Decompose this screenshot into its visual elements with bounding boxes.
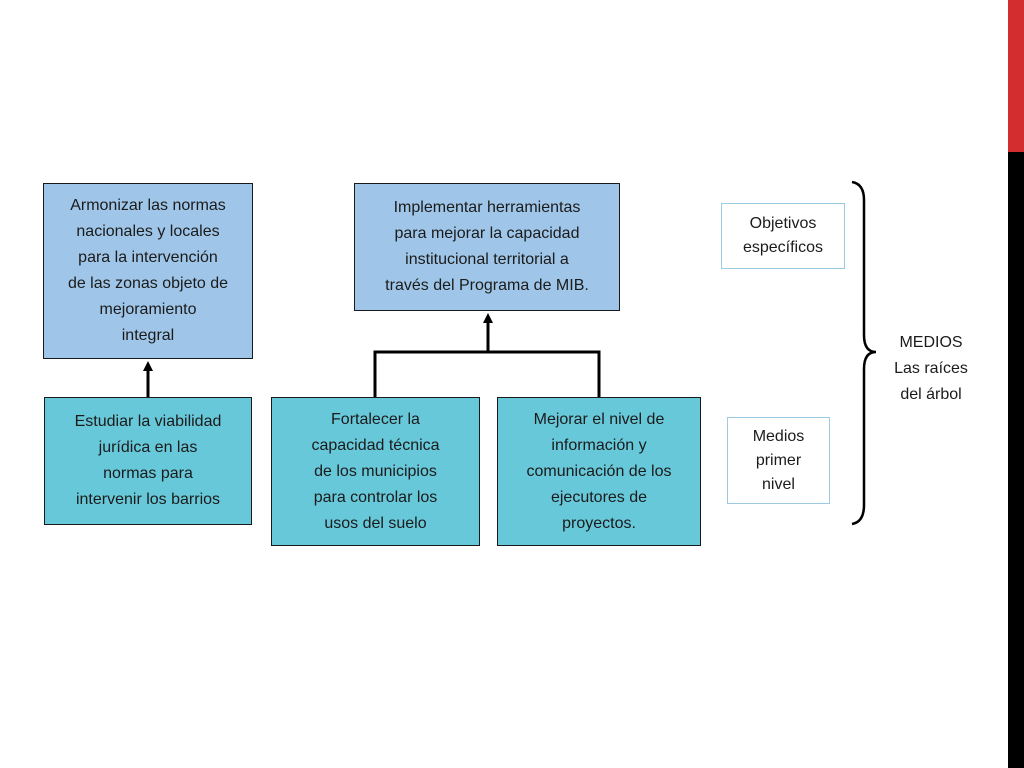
- objective-left-text: Armonizar las normas nacionales y locale…: [67, 197, 229, 344]
- means-box-3: Mejorar el nivel de información y comuni…: [497, 397, 701, 546]
- means-box-2: Fortalecer la capacidad técnica de los m…: [271, 397, 480, 546]
- objective-box-center: Implementar herramientas para mejorar la…: [354, 183, 620, 311]
- objectives-label-box: Objetivos específicos: [721, 203, 845, 269]
- objective-center-text: Implementar herramientas para mejorar la…: [385, 199, 589, 294]
- side-accent-bar-black: [1008, 152, 1024, 768]
- side-accent-bar-red: [1008, 0, 1024, 152]
- means-label-box: Medios primer nivel: [727, 417, 830, 504]
- means-1-text: Estudiar la viabilidad jurídica en las n…: [74, 413, 222, 508]
- medios-side-label: MEDIOS Las raíces del árbol: [876, 330, 986, 408]
- side-label-line-2: Las raíces: [894, 360, 968, 377]
- curly-brace: [851, 180, 877, 526]
- means-2-text: Fortalecer la capacidad técnica de los m…: [311, 410, 440, 532]
- means-box-1: Estudiar la viabilidad jurídica en las n…: [44, 397, 252, 525]
- means-3-text: Mejorar el nivel de información y comuni…: [526, 410, 672, 532]
- side-label-line-1: MEDIOS: [899, 334, 963, 351]
- objective-box-left: Armonizar las normas nacionales y locale…: [43, 183, 253, 359]
- side-label-line-3: del árbol: [900, 386, 962, 403]
- means-label-text: Medios primer nivel: [752, 427, 805, 493]
- objectives-label-text: Objetivos específicos: [742, 215, 824, 256]
